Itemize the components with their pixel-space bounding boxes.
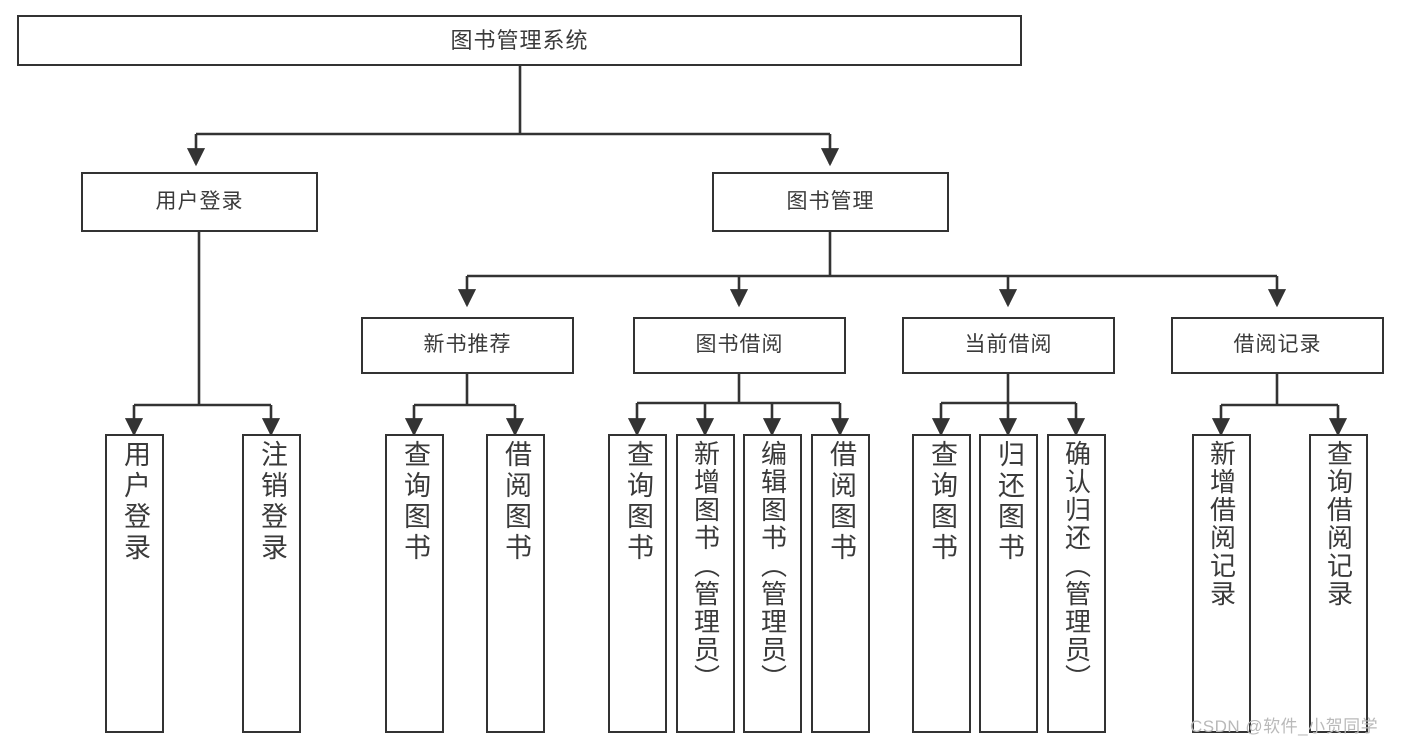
leaf-new-book-borrow[interactable]: 借阅图书 bbox=[486, 434, 545, 733]
node-label: 用户登录 bbox=[155, 189, 244, 213]
node-book-borrow[interactable]: 图书借阅 bbox=[633, 317, 846, 374]
leaf-confirm-return-admin[interactable]: 确认归还（管理员） bbox=[1047, 434, 1106, 733]
node-new-book-recommend[interactable]: 新书推荐 bbox=[361, 317, 574, 374]
node-label: 编辑图书（管理员） bbox=[757, 440, 788, 692]
node-book-management[interactable]: 图书管理 bbox=[712, 172, 949, 232]
node-label: 新增借阅记录 bbox=[1206, 440, 1237, 608]
node-label: 注销登录 bbox=[257, 440, 287, 564]
node-label: 确认归还（管理员） bbox=[1061, 440, 1092, 692]
node-label: 图书借阅 bbox=[695, 333, 784, 357]
node-label: 新增图书（管理员） bbox=[690, 440, 721, 692]
node-label: 借阅图书 bbox=[826, 440, 856, 564]
node-label: 借阅记录 bbox=[1233, 333, 1322, 357]
leaf-current-query-book[interactable]: 查询图书 bbox=[912, 434, 971, 733]
node-label: 当前借阅 bbox=[964, 333, 1053, 357]
node-root[interactable]: 图书管理系统 bbox=[17, 15, 1022, 66]
node-label: 查询借阅记录 bbox=[1323, 440, 1354, 608]
leaf-borrow-book[interactable]: 借阅图书 bbox=[811, 434, 870, 733]
leaf-borrow-query-book[interactable]: 查询图书 bbox=[608, 434, 667, 733]
node-label: 查询图书 bbox=[927, 440, 957, 564]
node-label: 归还图书 bbox=[994, 440, 1024, 564]
node-label: 用户登录 bbox=[120, 440, 150, 564]
leaf-user-login[interactable]: 用户登录 bbox=[105, 434, 164, 733]
leaf-logout[interactable]: 注销登录 bbox=[242, 434, 301, 733]
node-user-login[interactable]: 用户登录 bbox=[81, 172, 318, 232]
leaf-add-book-admin[interactable]: 新增图书（管理员） bbox=[676, 434, 735, 733]
leaf-new-book-query[interactable]: 查询图书 bbox=[385, 434, 444, 733]
node-label: 查询图书 bbox=[623, 440, 653, 564]
node-label: 图书管理 bbox=[786, 189, 875, 213]
node-label: 查询图书 bbox=[400, 440, 430, 564]
node-label: 借阅图书 bbox=[501, 440, 531, 564]
leaf-add-borrow-record[interactable]: 新增借阅记录 bbox=[1192, 434, 1251, 733]
leaf-return-book[interactable]: 归还图书 bbox=[979, 434, 1038, 733]
node-borrow-record[interactable]: 借阅记录 bbox=[1171, 317, 1384, 374]
node-current-borrow[interactable]: 当前借阅 bbox=[902, 317, 1115, 374]
node-label: 新书推荐 bbox=[423, 333, 512, 357]
leaf-query-borrow-record[interactable]: 查询借阅记录 bbox=[1309, 434, 1368, 733]
node-label: 图书管理系统 bbox=[450, 27, 589, 53]
leaf-edit-book-admin[interactable]: 编辑图书（管理员） bbox=[743, 434, 802, 733]
